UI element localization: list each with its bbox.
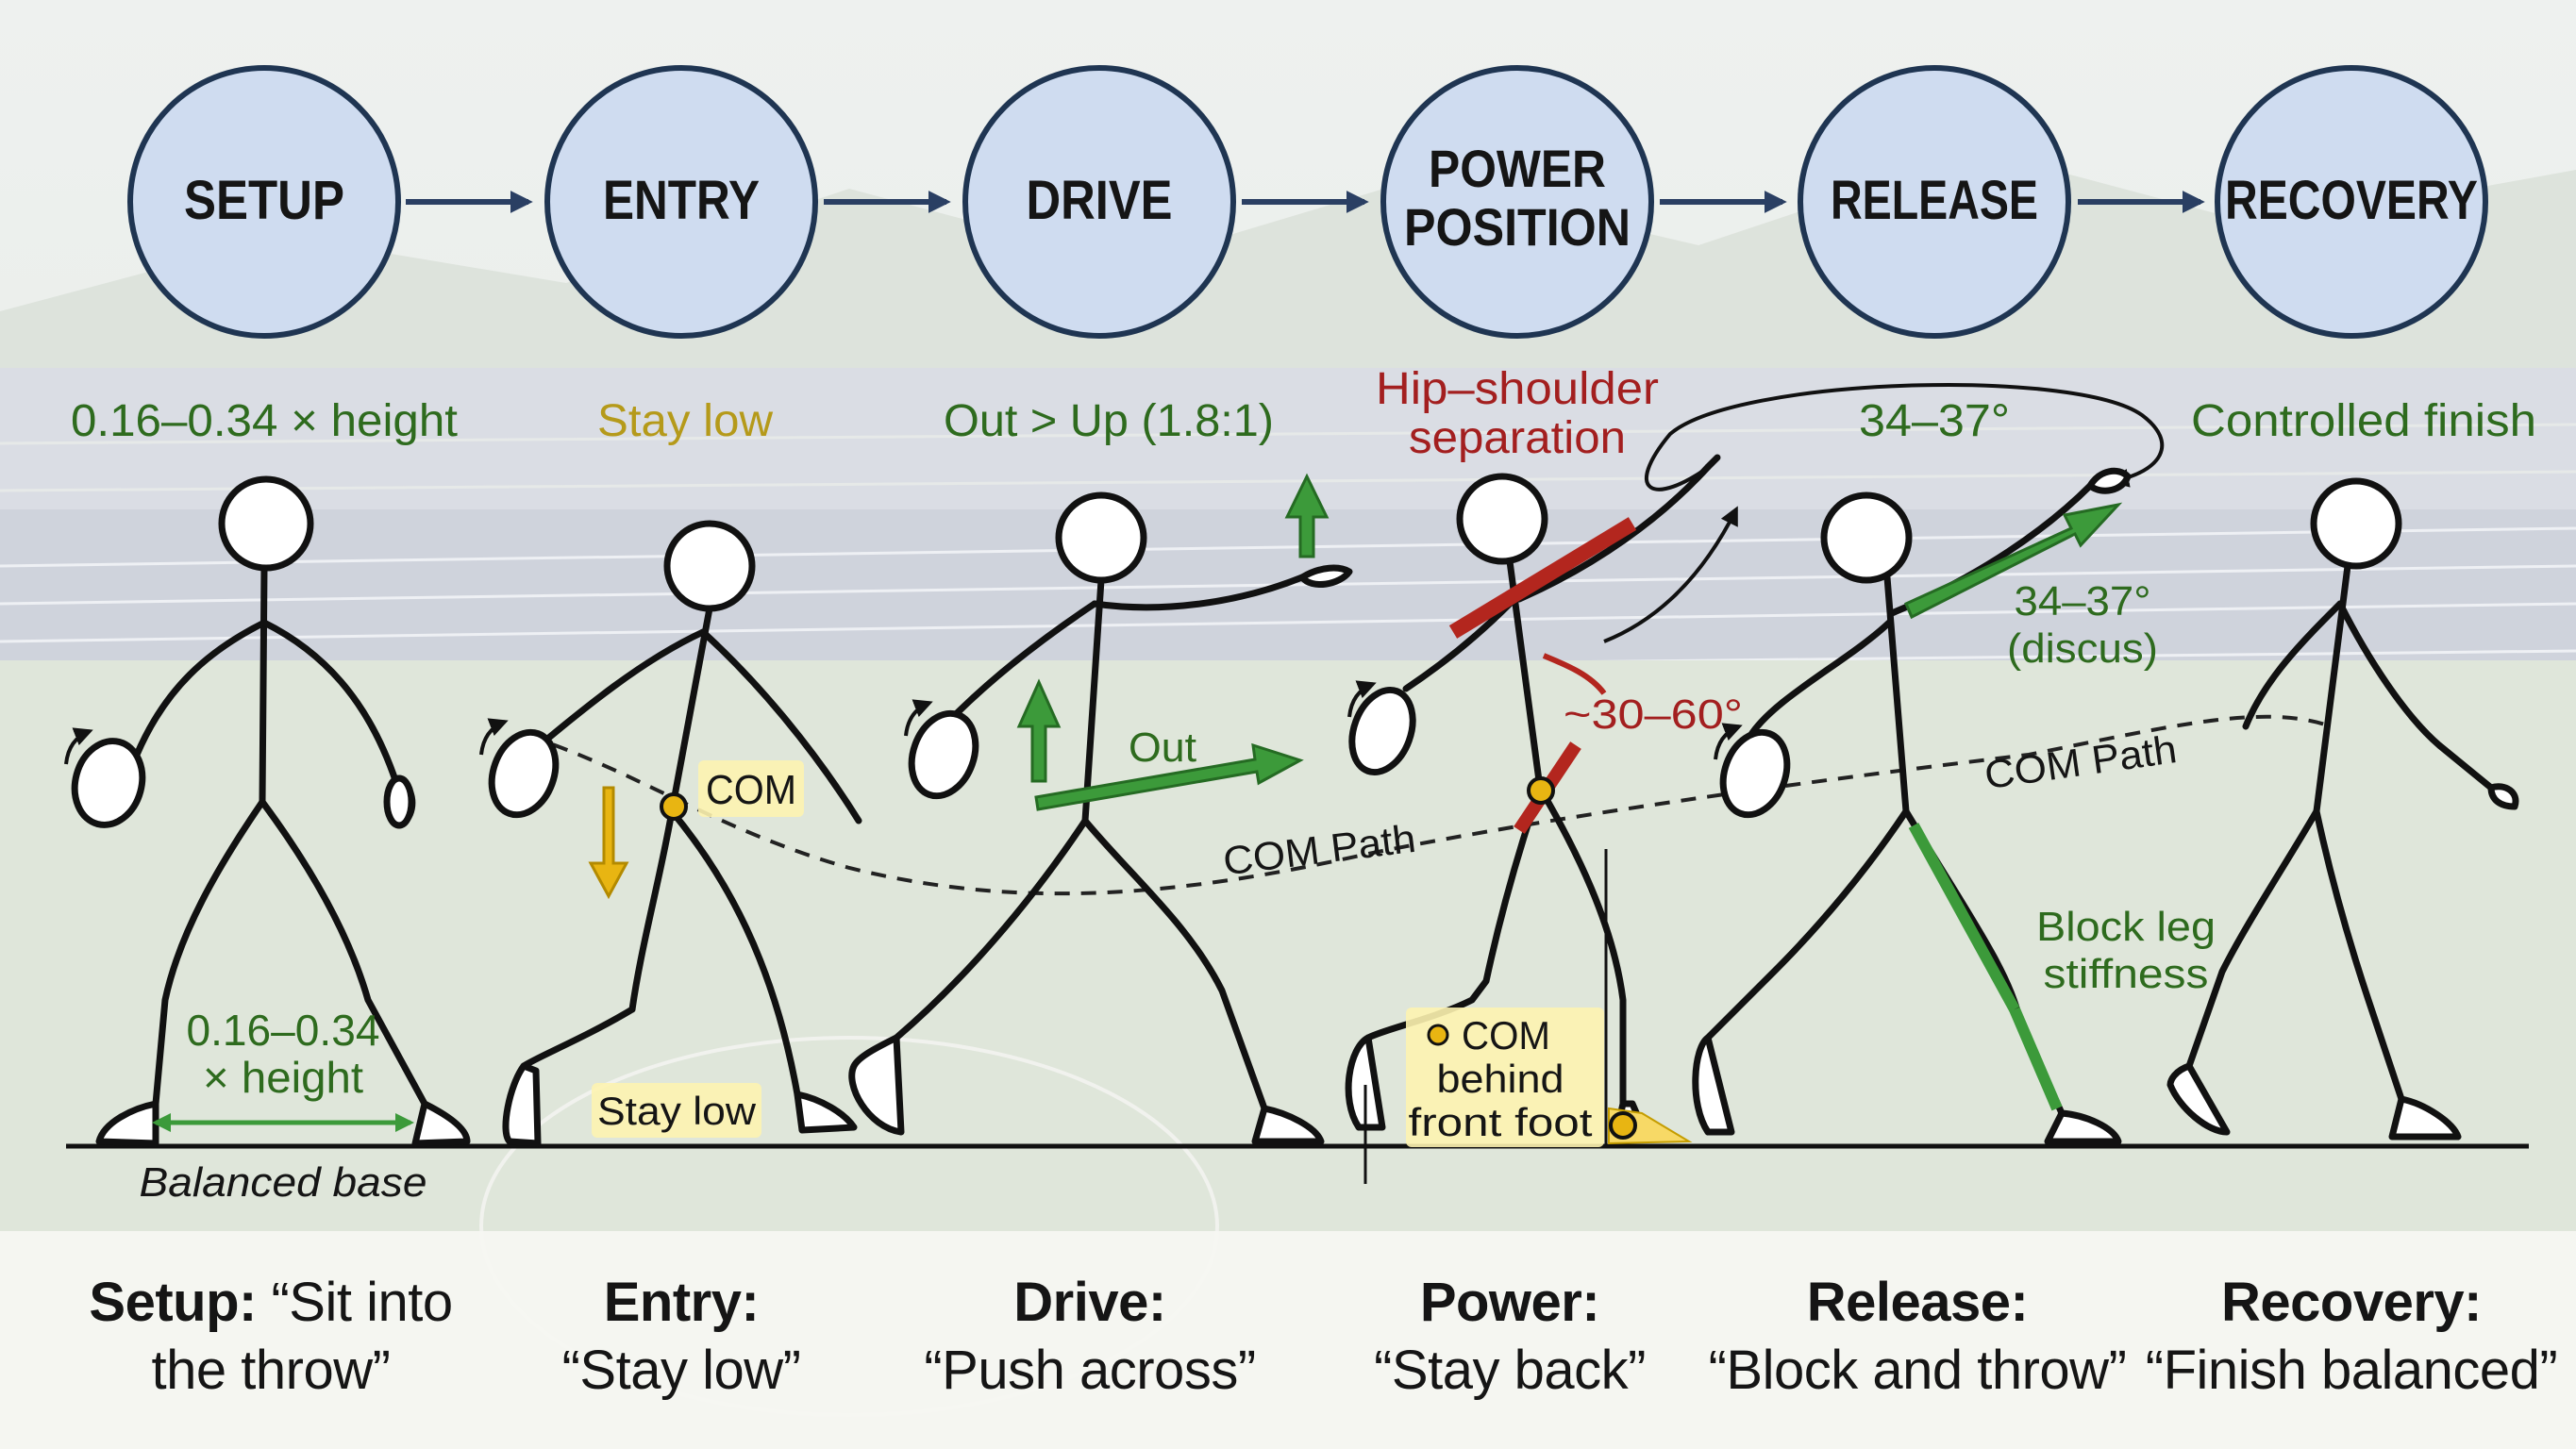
spin-arrow-power <box>1347 680 1377 718</box>
balanced-base-label: Balanced base <box>140 1159 427 1206</box>
com-marker-entry <box>660 792 688 821</box>
out-label: Out <box>1129 724 1196 771</box>
phase-circle-setup: SETUP <box>127 65 401 339</box>
com-behind-label: COM behind front foot <box>1406 1008 1604 1147</box>
cue-recovery: Controlled finish <box>2191 396 2536 446</box>
caption-setup-line1: “Sit into <box>256 1272 453 1333</box>
phase-label-drive: DRIVE <box>1027 170 1173 231</box>
down-arrow-icon <box>588 786 629 900</box>
phase-label-position: POSITION <box>1404 197 1631 257</box>
caption-drive: Drive: “Push across” <box>882 1269 1297 1405</box>
stay-low-label: Stay low <box>592 1083 761 1138</box>
caption-drive-line2: “Push across” <box>924 1340 1256 1401</box>
caption-power-line2: “Stay back” <box>1374 1340 1646 1401</box>
discus-flight-loop <box>1645 383 2165 491</box>
phase-circle-recovery: RECOVERY <box>2215 65 2488 339</box>
com-marker-power <box>1527 776 1555 805</box>
caption-recovery-line2: “Finish balanced” <box>2145 1340 2558 1401</box>
svg-text:COM: COM <box>1462 1013 1550 1058</box>
spin-arrow-setup <box>64 727 93 765</box>
svg-text:Stay low: Stay low <box>597 1089 757 1133</box>
caption-power-title: Power: <box>1419 1272 1600 1333</box>
phase-circle-power-position: POWER POSITION <box>1380 65 1654 339</box>
block-leg-highlight <box>1908 823 2020 1012</box>
block-leg-line2: stiffness <box>2044 951 2209 997</box>
caption-entry-line2: “Stay low” <box>561 1340 801 1401</box>
caption-entry-title: Entry: <box>603 1272 760 1333</box>
front-foot-highlight <box>1608 1107 1693 1145</box>
com-path-line <box>527 714 2332 896</box>
spin-arrow-release <box>1714 723 1743 760</box>
com-path-label-2: COM Path <box>1982 726 2180 797</box>
out-arrow <box>1034 742 1304 811</box>
stick-figure-power <box>1345 454 1721 1141</box>
phase-flow: SETUP ENTRY DRIVE POWER POSITION RELEASE… <box>127 65 2488 339</box>
caption-drive-title: Drive: <box>1013 1272 1166 1333</box>
cue-labels: 0.16–0.34 × height Stay low Out > Up (1.… <box>71 364 2536 463</box>
cue-drive: Out > Up (1.8:1) <box>944 396 1274 446</box>
cue-setup: 0.16–0.34 × height <box>71 396 458 446</box>
stance-width-line2: × height <box>203 1053 363 1102</box>
stance-width-line1: 0.16–0.34 <box>187 1006 380 1055</box>
caption-release-title: Release: <box>1806 1272 2029 1333</box>
shoulder-line <box>1448 517 1637 639</box>
svg-text:COM: COM <box>706 767 796 813</box>
spin-arrow-entry <box>479 718 509 756</box>
stick-figure-recovery <box>2166 477 2519 1141</box>
caption-power: Power: “Stay back” <box>1302 1269 1717 1405</box>
caption-setup-line2: the throw” <box>151 1340 391 1401</box>
svg-text:behind: behind <box>1437 1057 1564 1101</box>
cue-release: 34–37° <box>1859 396 2010 446</box>
stick-figure-release <box>1692 467 2132 1145</box>
caption-setup-title: Setup: <box>89 1272 257 1333</box>
phase-circle-release: RELEASE <box>1798 65 2071 339</box>
phase-label-recovery: RECOVERY <box>2225 170 2478 231</box>
stick-figure-entry <box>488 520 862 1147</box>
caption-recovery: Recovery: “Finish balanced” <box>2134 1269 2568 1405</box>
release-angle-line1: 34–37° <box>2015 578 2151 625</box>
spin-arrow-drive <box>904 699 933 737</box>
com-label-entry: COM <box>698 760 804 817</box>
phase-circle-drive: DRIVE <box>962 65 1236 339</box>
phase-label-power: POWER <box>1429 139 1606 198</box>
separation-arc <box>1542 653 1607 695</box>
com-path-label-1: COM Path <box>1221 816 1418 884</box>
phase-label-entry: ENTRY <box>603 170 760 231</box>
cue-power-line1: Hip–shoulder <box>1376 364 1659 414</box>
svg-text:front foot: front foot <box>1409 1100 1593 1144</box>
phase-circle-entry: ENTRY <box>544 65 818 339</box>
up-arrow-icon <box>1016 473 1330 783</box>
separation-angle-label: ~30–60° <box>1564 691 1743 738</box>
stick-figure-setup <box>71 475 471 1147</box>
caption-release-line2: “Block and throw” <box>1708 1340 2127 1401</box>
drive-arc-arrow <box>1603 506 1738 643</box>
block-leg-line1: Block leg <box>2036 904 2216 950</box>
caption-setup: Setup: “Sit into the throw” <box>63 1269 478 1405</box>
phase-label-release: RELEASE <box>1831 170 2038 231</box>
caption-band <box>0 1231 2576 1449</box>
cue-entry: Stay low <box>597 396 773 446</box>
stick-figure-drive <box>848 491 1353 1145</box>
release-angle-line2: (discus) <box>2007 625 2158 672</box>
block-leg-highlight-lower <box>2009 1007 2063 1111</box>
phase-label-setup: SETUP <box>184 170 344 231</box>
caption-entry: Entry: “Stay low” <box>474 1269 889 1405</box>
caption-recovery-title: Recovery: <box>2221 1272 2482 1333</box>
release-angle-arrow <box>1904 502 2123 620</box>
cue-power-line2: separation <box>1409 413 1626 463</box>
caption-release: Release: “Block and throw” <box>1700 1269 2134 1405</box>
